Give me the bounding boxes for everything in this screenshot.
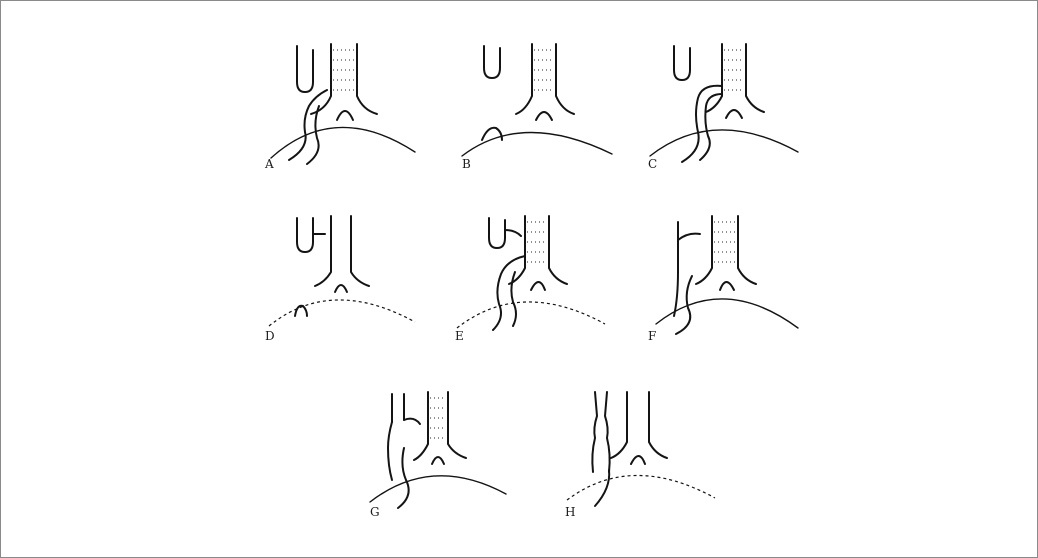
panel-f-drawing: [648, 212, 798, 332]
panel-e-label: E: [455, 330, 464, 342]
panel-a: A: [265, 40, 415, 170]
panel-e: E: [455, 212, 605, 342]
panel-f-label: F: [648, 330, 656, 342]
panel-g-drawing: [370, 388, 520, 508]
panel-d: D: [265, 212, 415, 342]
panel-h-label: H: [565, 506, 575, 518]
panel-b-drawing: [462, 40, 612, 160]
panel-a-drawing: [265, 40, 415, 160]
panel-h-drawing: [565, 388, 715, 508]
panel-a-label: A: [265, 158, 274, 170]
panel-g: G: [370, 388, 520, 518]
panel-h: H: [565, 388, 715, 518]
panel-b: B: [462, 40, 612, 170]
panel-d-drawing: [265, 212, 415, 332]
panel-c-drawing: [648, 40, 798, 160]
panel-b-label: B: [462, 158, 471, 170]
panel-f: F: [648, 212, 798, 342]
panel-c: C: [648, 40, 798, 170]
panel-d-label: D: [265, 330, 275, 342]
panel-e-drawing: [455, 212, 605, 332]
panel-g-label: G: [370, 506, 380, 518]
panel-c-label: C: [648, 158, 657, 170]
